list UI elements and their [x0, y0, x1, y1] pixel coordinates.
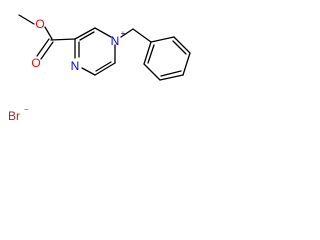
- bond-phenyl-6: [143, 41, 152, 65]
- bond-phenyl-5: [143, 63, 161, 81]
- bond-nitrogen-benzyl-ch2: [120, 28, 134, 38]
- bond-phenyl-2: [173, 36, 191, 54]
- quaternary-nitrogen-charge: +: [121, 29, 126, 38]
- ester-oxygen-label: O: [35, 17, 44, 31]
- pyrazine-nitrogen-label: N: [71, 59, 80, 73]
- bond-phenyl-1: [150, 36, 175, 43]
- bond-phenyl-6-inner: [147, 44, 155, 64]
- quaternary-nitrogen-label: N: [111, 34, 120, 48]
- bond-phenyl-2-inner: [172, 40, 187, 55]
- bond-carbonyl-ring: [50, 38, 76, 41]
- bond-carbonyl-double-2: [40, 41, 54, 60]
- bond-ring-c5-c6-inner: [95, 61, 112, 72]
- bond-ring-c6-n1: [81, 67, 96, 76]
- carbonyl-oxygen-label: O: [31, 56, 40, 70]
- bond-phenyl-3: [182, 52, 191, 76]
- bond-ch2-phenyl: [132, 28, 152, 43]
- bond-ring-c3-n4: [94, 27, 112, 38]
- bond-ring-c5-c6: [94, 62, 116, 76]
- bond-carbonyl-double-1: [36, 38, 50, 57]
- bond-methyl-ester-oxygen: [18, 14, 35, 25]
- bond-phenyl-4: [159, 74, 184, 81]
- bromide-label: Br: [8, 109, 20, 123]
- bond-phenyl-4-inner: [160, 70, 182, 77]
- bromide-charge: −: [24, 105, 29, 114]
- bond-ester-oxygen-carbonyl: [44, 26, 53, 40]
- bond-ring-c2-c3-inner: [79, 31, 95, 41]
- chemical-structure-diagram: O O N N + Br −: [8, 14, 191, 123]
- bond-ring-c2-c3: [74, 27, 96, 40]
